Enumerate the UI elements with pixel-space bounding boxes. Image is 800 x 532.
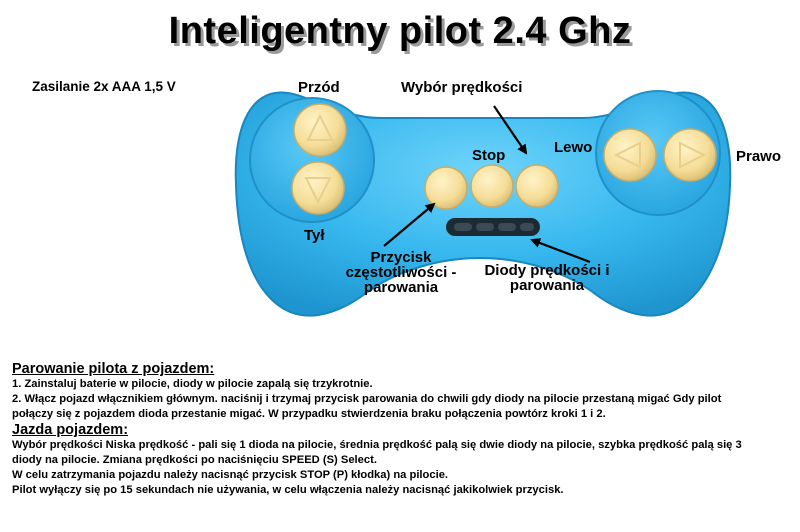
power-label: Zasilanie 2x AAA 1,5 V <box>32 79 176 94</box>
instruction-line: 1. Zainstaluj baterie w pilocie, diody w… <box>12 378 373 390</box>
right-label: Prawo <box>736 148 782 165</box>
led-strip <box>446 218 540 236</box>
left-label: Lewo <box>554 139 593 156</box>
driving-heading: Jazda pojazdem: <box>12 422 129 438</box>
instruction-line: połączy się z pojazdem dioda przestanie … <box>12 408 606 420</box>
diodes-label: Diody prędkości i parowania <box>484 262 610 294</box>
speed-select-label: Wybór prędkości <box>401 79 523 96</box>
frequency-button-label: Przycisk częstotliwości - parowania <box>345 249 457 296</box>
back-button[interactable] <box>291 161 345 215</box>
arrow-speed-select <box>493 105 528 155</box>
right-pad <box>595 90 721 216</box>
instruction-line: Pilot wyłączy się po 15 sekundach nie uż… <box>12 484 564 496</box>
instruction-line: W celu zatrzymania pojazdu należy nacisn… <box>12 469 449 481</box>
instructions: Parowanie pilota z pojazdem: 1. Zainstal… <box>12 361 792 498</box>
instruction-line: Wybór prędkości Niska prędkość - pali si… <box>12 439 742 451</box>
frequency-pairing-button[interactable] <box>424 166 468 210</box>
led-indicator <box>476 223 494 231</box>
led-indicator <box>454 223 472 231</box>
speed-select-button[interactable] <box>515 164 559 208</box>
right-button[interactable] <box>663 128 717 182</box>
arrow-frequency-button <box>383 202 436 247</box>
instruction-line: 2. Włącz pojazd włącznikiem głównym. nac… <box>12 393 722 405</box>
led-indicator <box>498 223 516 231</box>
forward-label: Przód <box>298 79 340 96</box>
page-title: Inteligentny pilot 2.4 Ghz <box>168 10 632 52</box>
led-indicator <box>520 223 534 231</box>
arrow-diodes <box>530 238 591 264</box>
instruction-line: diody na pilocie. Zmiana prędkości po na… <box>12 454 377 466</box>
stop-button[interactable] <box>470 164 514 208</box>
pairing-heading: Parowanie pilota z pojazdem: <box>12 361 215 377</box>
forward-button[interactable] <box>293 103 347 157</box>
back-label: Tył <box>304 227 325 244</box>
left-button[interactable] <box>603 128 657 182</box>
stop-label: Stop <box>472 147 506 164</box>
